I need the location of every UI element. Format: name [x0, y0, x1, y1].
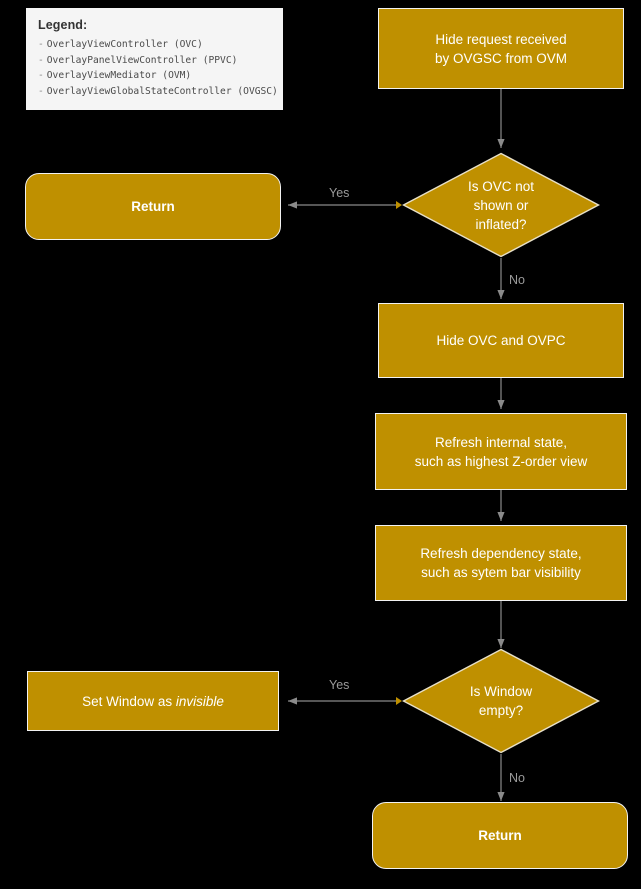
node-set-window-emphasis: invisible: [175, 693, 224, 709]
node-refresh-dependency-state[interactable]: Refresh dependency state, such as sytem …: [375, 525, 627, 601]
edge-label-decision-ovc-yes: Yes: [329, 186, 350, 200]
edge-label-decision-window-no: No: [509, 771, 525, 785]
legend-bullet-icon: -: [38, 70, 44, 81]
legend-item-label: OverlayViewMediator (OVM): [46, 70, 192, 81]
node-refresh-internal-state[interactable]: Refresh internal state, such as highest …: [375, 413, 627, 490]
node-return-bottom[interactable]: Return: [372, 802, 628, 869]
node-decision-is-ovc-not-shown-or-inflated[interactable]: Is OVC not shown or inflated?: [402, 152, 600, 258]
legend-item-label: OverlayViewGlobalStateController (OVGSC): [46, 85, 278, 97]
node-return-bottom-label: Return: [478, 828, 522, 843]
edge-label-decision-ovc-no: No: [509, 273, 525, 287]
legend-item-ppvc: -OverlayPanelViewController (PPVC): [38, 53, 271, 69]
node-refresh-internal-state-line1: Refresh internal state,: [434, 434, 568, 450]
legend-item-label: OverlayPanelViewController (PPVC): [46, 54, 238, 66]
legend-bullet-icon: -: [38, 85, 44, 97]
node-return-top-label: Return: [131, 199, 175, 214]
legend-panel: Legend: -OverlayViewController (OVC) -Ov…: [26, 8, 283, 110]
decision-diamond-shape: [402, 648, 600, 754]
node-hide-ovc-and-ovpc[interactable]: Hide OVC and OVPC: [378, 303, 624, 378]
legend-item-label: OverlayViewController (OVC): [46, 39, 203, 50]
legend-item-ovgsc: -OverlayViewGlobalStateController (OVGSC…: [38, 84, 278, 100]
legend-item-ovc: -OverlayViewController (OVC): [38, 37, 271, 53]
node-refresh-internal-state-line2: such as highest Z-order view: [414, 453, 588, 469]
legend-bullet-icon: -: [38, 39, 44, 50]
legend-title: Legend:: [38, 18, 88, 32]
node-hide-request-received[interactable]: Hide request received by OVGSC from OVM: [378, 8, 624, 89]
node-hide-ovc-and-ovpc-label: Hide OVC and OVPC: [436, 333, 566, 348]
node-return-top[interactable]: Return: [25, 173, 281, 240]
node-hide-request-received-line1: Hide request received: [435, 31, 567, 47]
node-hide-request-received-line2: by OVGSC from OVM: [434, 50, 568, 66]
edge-label-decision-window-yes: Yes: [329, 678, 350, 692]
node-decision-is-window-empty[interactable]: Is Window empty?: [402, 648, 600, 754]
decision-diamond-shape: [402, 152, 600, 258]
legend-bullet-icon: -: [38, 54, 44, 66]
node-set-window-prefix: Set Window as: [82, 693, 176, 709]
legend-list: -OverlayViewController (OVC) -OverlayPan…: [38, 37, 278, 100]
legend-item-ovm: -OverlayViewMediator (OVM): [38, 68, 271, 84]
node-set-window-as-invisible[interactable]: Set Window as invisible: [27, 671, 279, 731]
node-refresh-dependency-state-line1: Refresh dependency state,: [420, 546, 582, 561]
node-refresh-dependency-state-line2: such as sytem bar visibility: [421, 565, 581, 580]
